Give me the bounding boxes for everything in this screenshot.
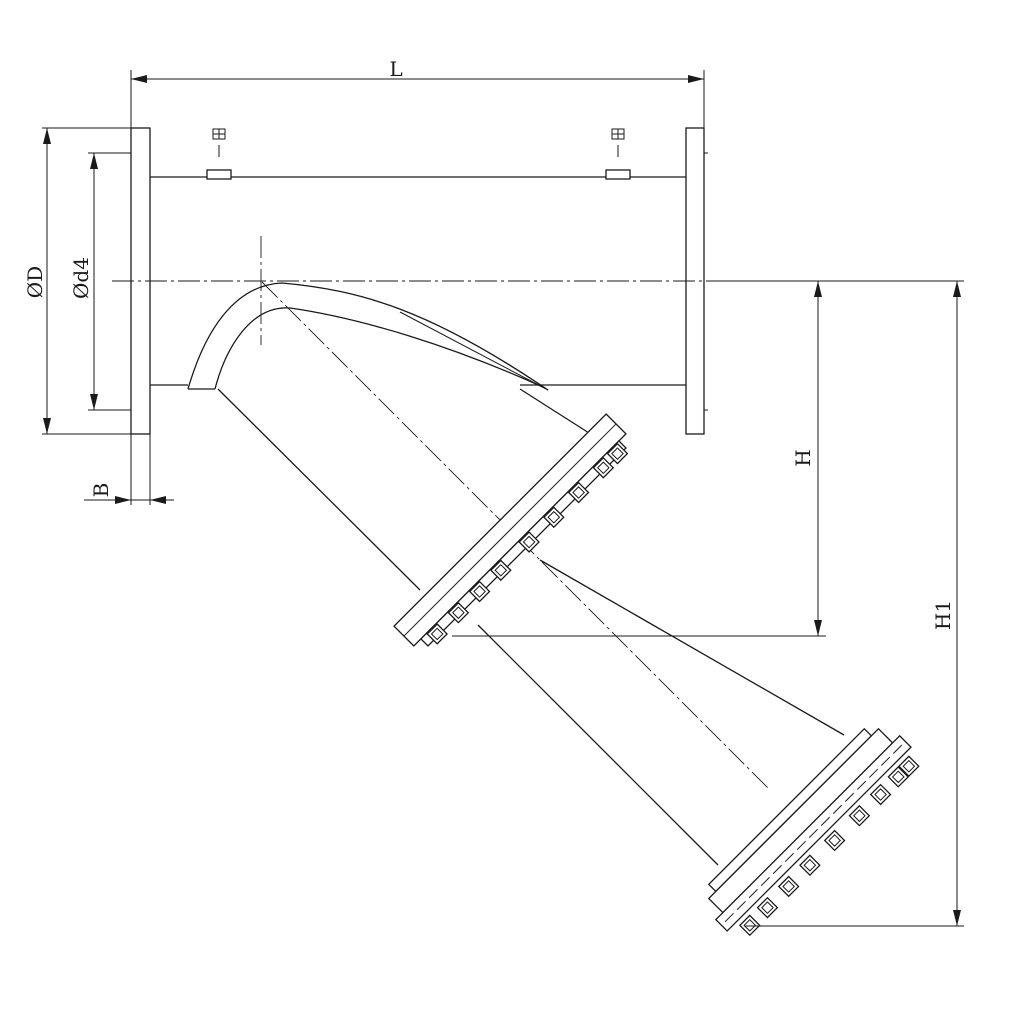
bolt-head — [869, 783, 892, 806]
bottom-cover — [707, 727, 912, 932]
bolt-head — [518, 531, 540, 553]
dim-D — [42, 127, 131, 435]
bolt-head — [426, 623, 448, 645]
gauge-port-right — [605, 128, 631, 180]
main-pipe-body — [150, 176, 686, 386]
bolt-head — [738, 914, 761, 937]
strainer-leg — [217, 281, 845, 866]
dim-H-label: H — [791, 449, 815, 466]
dim-H — [452, 280, 826, 637]
bolt-head — [567, 481, 590, 504]
bottom-cover-bolts — [738, 755, 920, 937]
dim-H1-label: H1 — [931, 600, 955, 630]
bolt-head — [447, 601, 470, 624]
dim-H1 — [745, 280, 964, 927]
dim-B — [84, 434, 174, 505]
bolt-head — [543, 506, 565, 529]
dim-L — [130, 70, 705, 128]
mid-flange-bolts — [426, 442, 629, 645]
bolt-head — [606, 442, 629, 465]
bolt-head — [756, 896, 779, 919]
bolt-head — [887, 766, 910, 788]
bolt-head — [799, 854, 821, 877]
bolt-head — [468, 580, 491, 603]
dim-d4-label: Ød4 — [69, 257, 93, 299]
internal-baffle — [187, 282, 549, 391]
dim-L-label: L — [389, 57, 402, 81]
gauge-port-left — [206, 128, 232, 180]
bolt-head — [489, 559, 512, 582]
bolt-head — [848, 804, 871, 827]
bolt-head — [592, 456, 615, 479]
dim-D-label: ØD — [23, 266, 47, 298]
bolt-head — [777, 875, 800, 898]
dim-d4 — [88, 152, 120, 411]
bolt-head — [823, 829, 846, 852]
dim-B-label: B — [89, 483, 113, 498]
bolt-head — [898, 755, 920, 778]
